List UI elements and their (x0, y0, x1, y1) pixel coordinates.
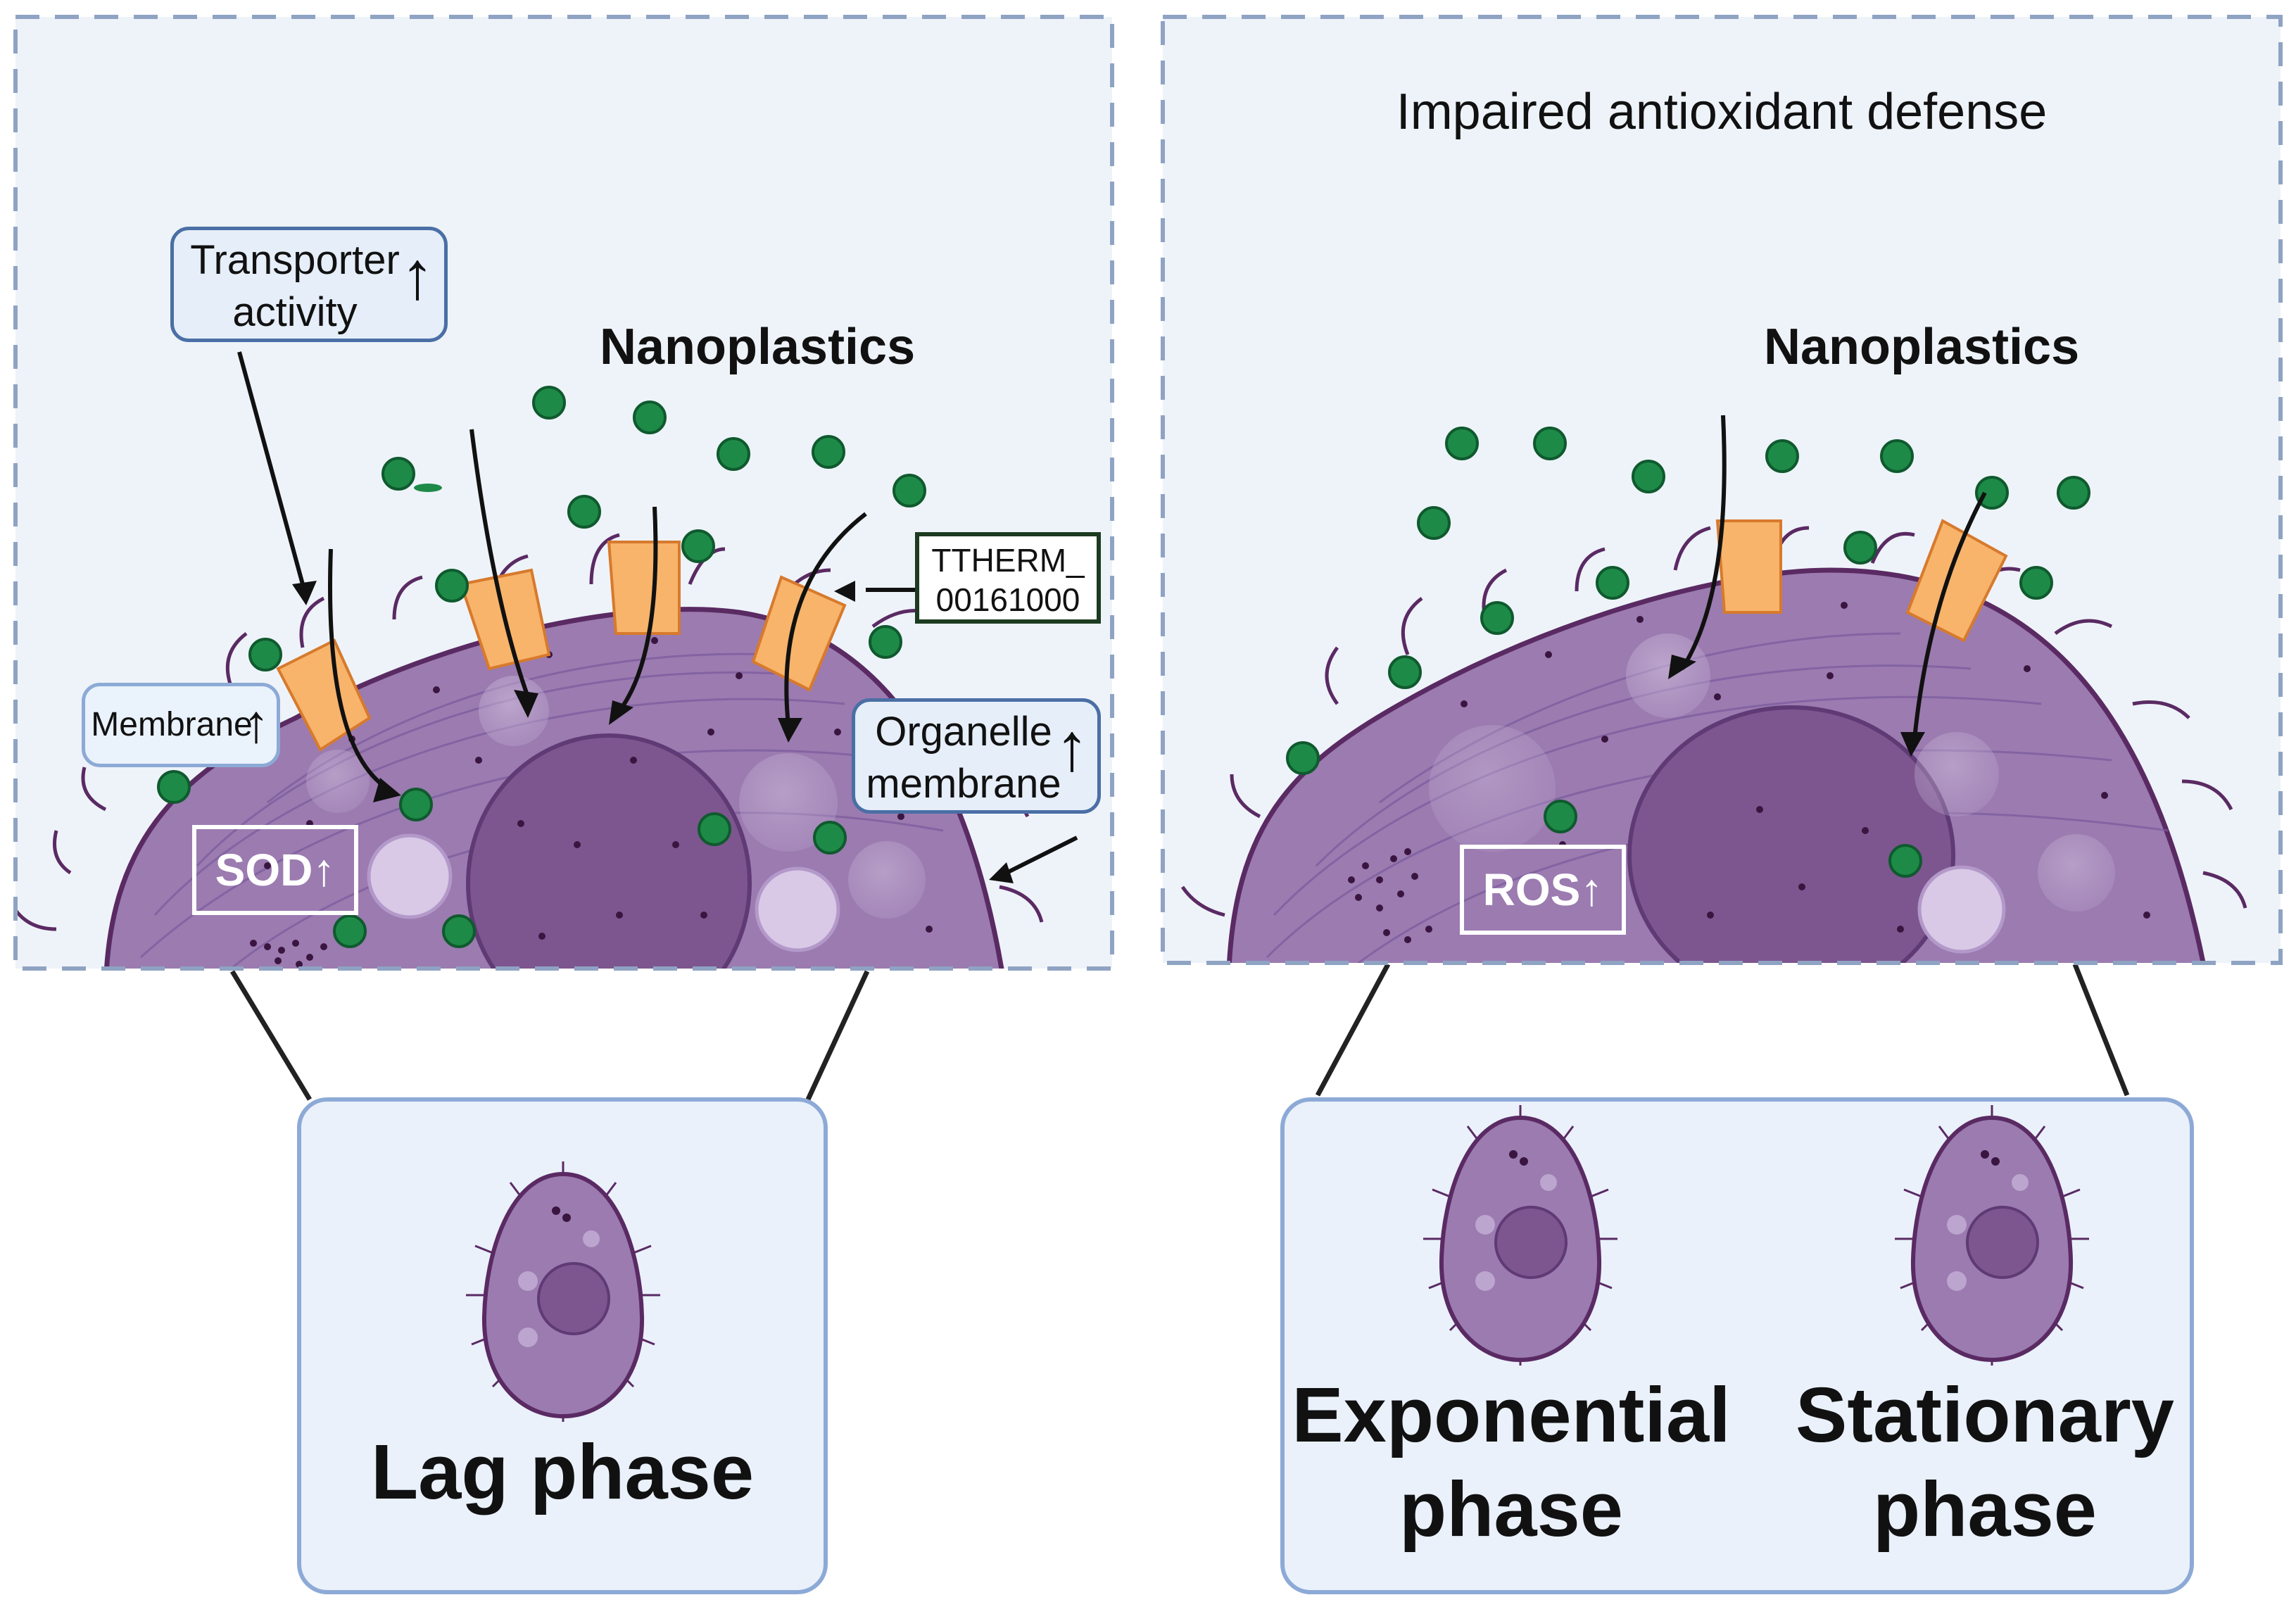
organelle-membrane-tag: Organelle membrane ↑ (852, 698, 1101, 814)
organelle-up-arrow: ↑ (1055, 710, 1089, 785)
exponential-phase-label: Exponential phase (1282, 1368, 1740, 1557)
particles-right (1286, 427, 2090, 878)
gene-line2: 00161000 (935, 581, 1080, 618)
exponential-line1: Exponential (1292, 1372, 1731, 1458)
lag-phase-label: Lag phase (370, 1429, 755, 1515)
sod-badge: SOD↑ (192, 825, 358, 915)
sod-label: SOD (215, 845, 313, 895)
gene-id-box: TTHERM_ 00161000 (915, 532, 1101, 624)
nanoplastics-label-left: Nanoplastics (600, 319, 916, 375)
gene-line1: TTHERM_ (931, 542, 1085, 579)
stationary-phase-label: Stationary phase (1760, 1368, 2210, 1557)
transporter-line2: activity (232, 289, 358, 335)
right-panel-title: Impaired antioxidant defense (1396, 84, 2048, 140)
ros-badge: ROS↑ (1460, 845, 1626, 935)
stationary-line1: Stationary (1796, 1372, 2174, 1458)
transporter-up-arrow: ↑ (400, 238, 434, 313)
connector-lines (230, 963, 2130, 1101)
particles-left (157, 386, 926, 948)
sod-up-arrow: ↑ (313, 845, 336, 895)
right-detail-panel (1161, 15, 2283, 965)
exponential-line2: phase (1399, 1466, 1623, 1553)
organelle-line2: membrane (866, 761, 1061, 807)
organelle-line1: Organelle (875, 709, 1052, 755)
membrane-tag: Membrane ↑ (82, 683, 280, 767)
left-detail-panel (13, 15, 1114, 971)
cell-icon-exponential (1423, 1105, 1617, 1366)
nanoplastics-label-right: Nanoplastics (1764, 319, 2080, 375)
membrane-up-arrow: ↑ (243, 694, 270, 754)
transporter-line1: Transporter (190, 237, 400, 283)
transporter-activity-tag: Transporter activity ↑ (170, 227, 448, 342)
cell-icon-stationary (1895, 1105, 2089, 1366)
cell-icon-lag (466, 1161, 660, 1422)
stationary-line2: phase (1873, 1466, 2097, 1553)
ros-label: ROS (1482, 864, 1581, 915)
membrane-label: Membrane (91, 706, 253, 743)
ros-up-arrow: ↑ (1580, 864, 1603, 915)
